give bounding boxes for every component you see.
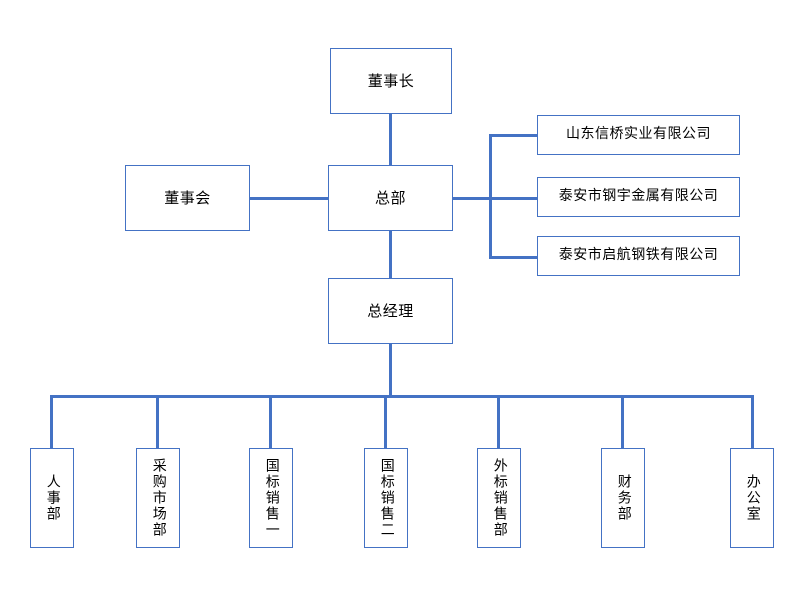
node-department-national-sales-2-label: 国标销售二 — [378, 458, 395, 538]
node-subsidiary-2-label: 泰安市钢宇金属有限公司 — [558, 188, 719, 205]
node-subsidiary-1-label: 山东信桥实业有限公司 — [566, 126, 711, 143]
connector-department-drop-2 — [156, 395, 159, 449]
connector-department-drop-3 — [269, 395, 272, 449]
node-subsidiary-3-label: 泰安市启航钢铁有限公司 — [558, 247, 719, 264]
connector-board-to-headquarters — [249, 197, 329, 200]
connector-department-drop-5 — [497, 395, 500, 449]
node-department-foreign-sales-label: 外标销售部 — [491, 458, 508, 538]
node-department-finance-label: 财务部 — [615, 474, 632, 522]
node-subsidiary-3[interactable]: 泰安市启航钢铁有限公司 — [537, 236, 740, 276]
node-headquarters[interactable]: 总部 — [328, 165, 453, 231]
connector-department-drop-1 — [50, 395, 53, 449]
connector-headquarters-to-subsidiary-bus — [452, 197, 492, 200]
node-department-procurement-market[interactable]: 采购市场部 — [136, 448, 180, 548]
node-department-procurement-market-label: 采购市场部 — [150, 458, 167, 538]
connector-general-manager-to-department-bus — [389, 343, 392, 398]
node-chairman-label: 董事长 — [367, 71, 415, 90]
connector-subsidiary-stub-2 — [489, 197, 538, 200]
connector-department-drop-6 — [621, 395, 624, 449]
connector-department-drop-4 — [384, 395, 387, 449]
node-subsidiary-2[interactable]: 泰安市钢宇金属有限公司 — [537, 177, 740, 217]
connector-headquarters-to-general-manager — [389, 230, 392, 278]
node-board-of-directors-label: 董事会 — [164, 188, 211, 207]
node-department-office-label: 办公室 — [744, 474, 761, 522]
connector-department-bus — [50, 395, 754, 398]
connector-department-drop-7 — [751, 395, 754, 449]
connector-chairman-to-headquarters — [389, 114, 392, 166]
connector-subsidiary-stub-1 — [489, 134, 538, 137]
node-department-hr-label: 人事部 — [44, 474, 61, 522]
node-chairman[interactable]: 董事长 — [330, 48, 452, 114]
node-department-national-sales-1-label: 国标销售一 — [263, 458, 280, 538]
connector-subsidiary-stub-3 — [489, 256, 538, 259]
node-department-national-sales-1[interactable]: 国标销售一 — [249, 448, 293, 548]
node-general-manager[interactable]: 总经理 — [328, 278, 453, 344]
connector-subsidiary-bus — [489, 134, 492, 259]
node-department-hr[interactable]: 人事部 — [30, 448, 74, 548]
node-department-foreign-sales[interactable]: 外标销售部 — [477, 448, 521, 548]
node-department-national-sales-2[interactable]: 国标销售二 — [364, 448, 408, 548]
node-subsidiary-1[interactable]: 山东信桥实业有限公司 — [537, 115, 740, 155]
node-general-manager-label: 总经理 — [367, 301, 414, 320]
node-board-of-directors[interactable]: 董事会 — [125, 165, 250, 231]
node-headquarters-label: 总部 — [374, 188, 406, 207]
node-department-finance[interactable]: 财务部 — [601, 448, 645, 548]
node-department-office[interactable]: 办公室 — [730, 448, 774, 548]
